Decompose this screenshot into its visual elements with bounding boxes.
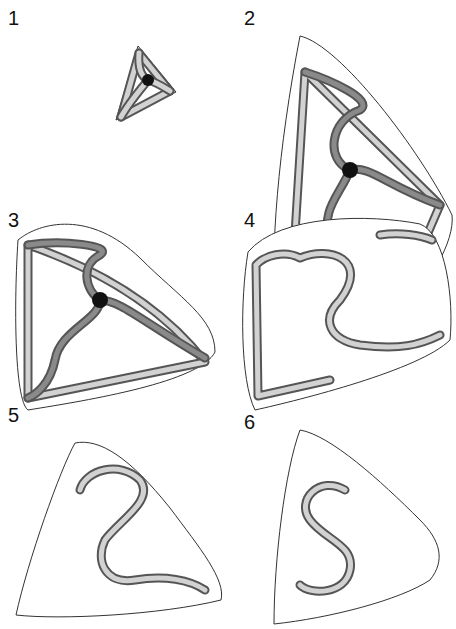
callout-number: 2 — [244, 8, 255, 28]
section-5 — [16, 442, 222, 617]
callout-number: 1 — [8, 8, 19, 28]
section-6 — [274, 430, 439, 624]
section-1 — [116, 46, 176, 120]
callout-number: 3 — [8, 210, 19, 230]
callout-number: 5 — [8, 405, 19, 425]
section-4 — [243, 218, 451, 410]
section-3 — [16, 224, 215, 410]
callout-number: 6 — [244, 412, 255, 432]
callout-number: 4 — [244, 210, 255, 230]
